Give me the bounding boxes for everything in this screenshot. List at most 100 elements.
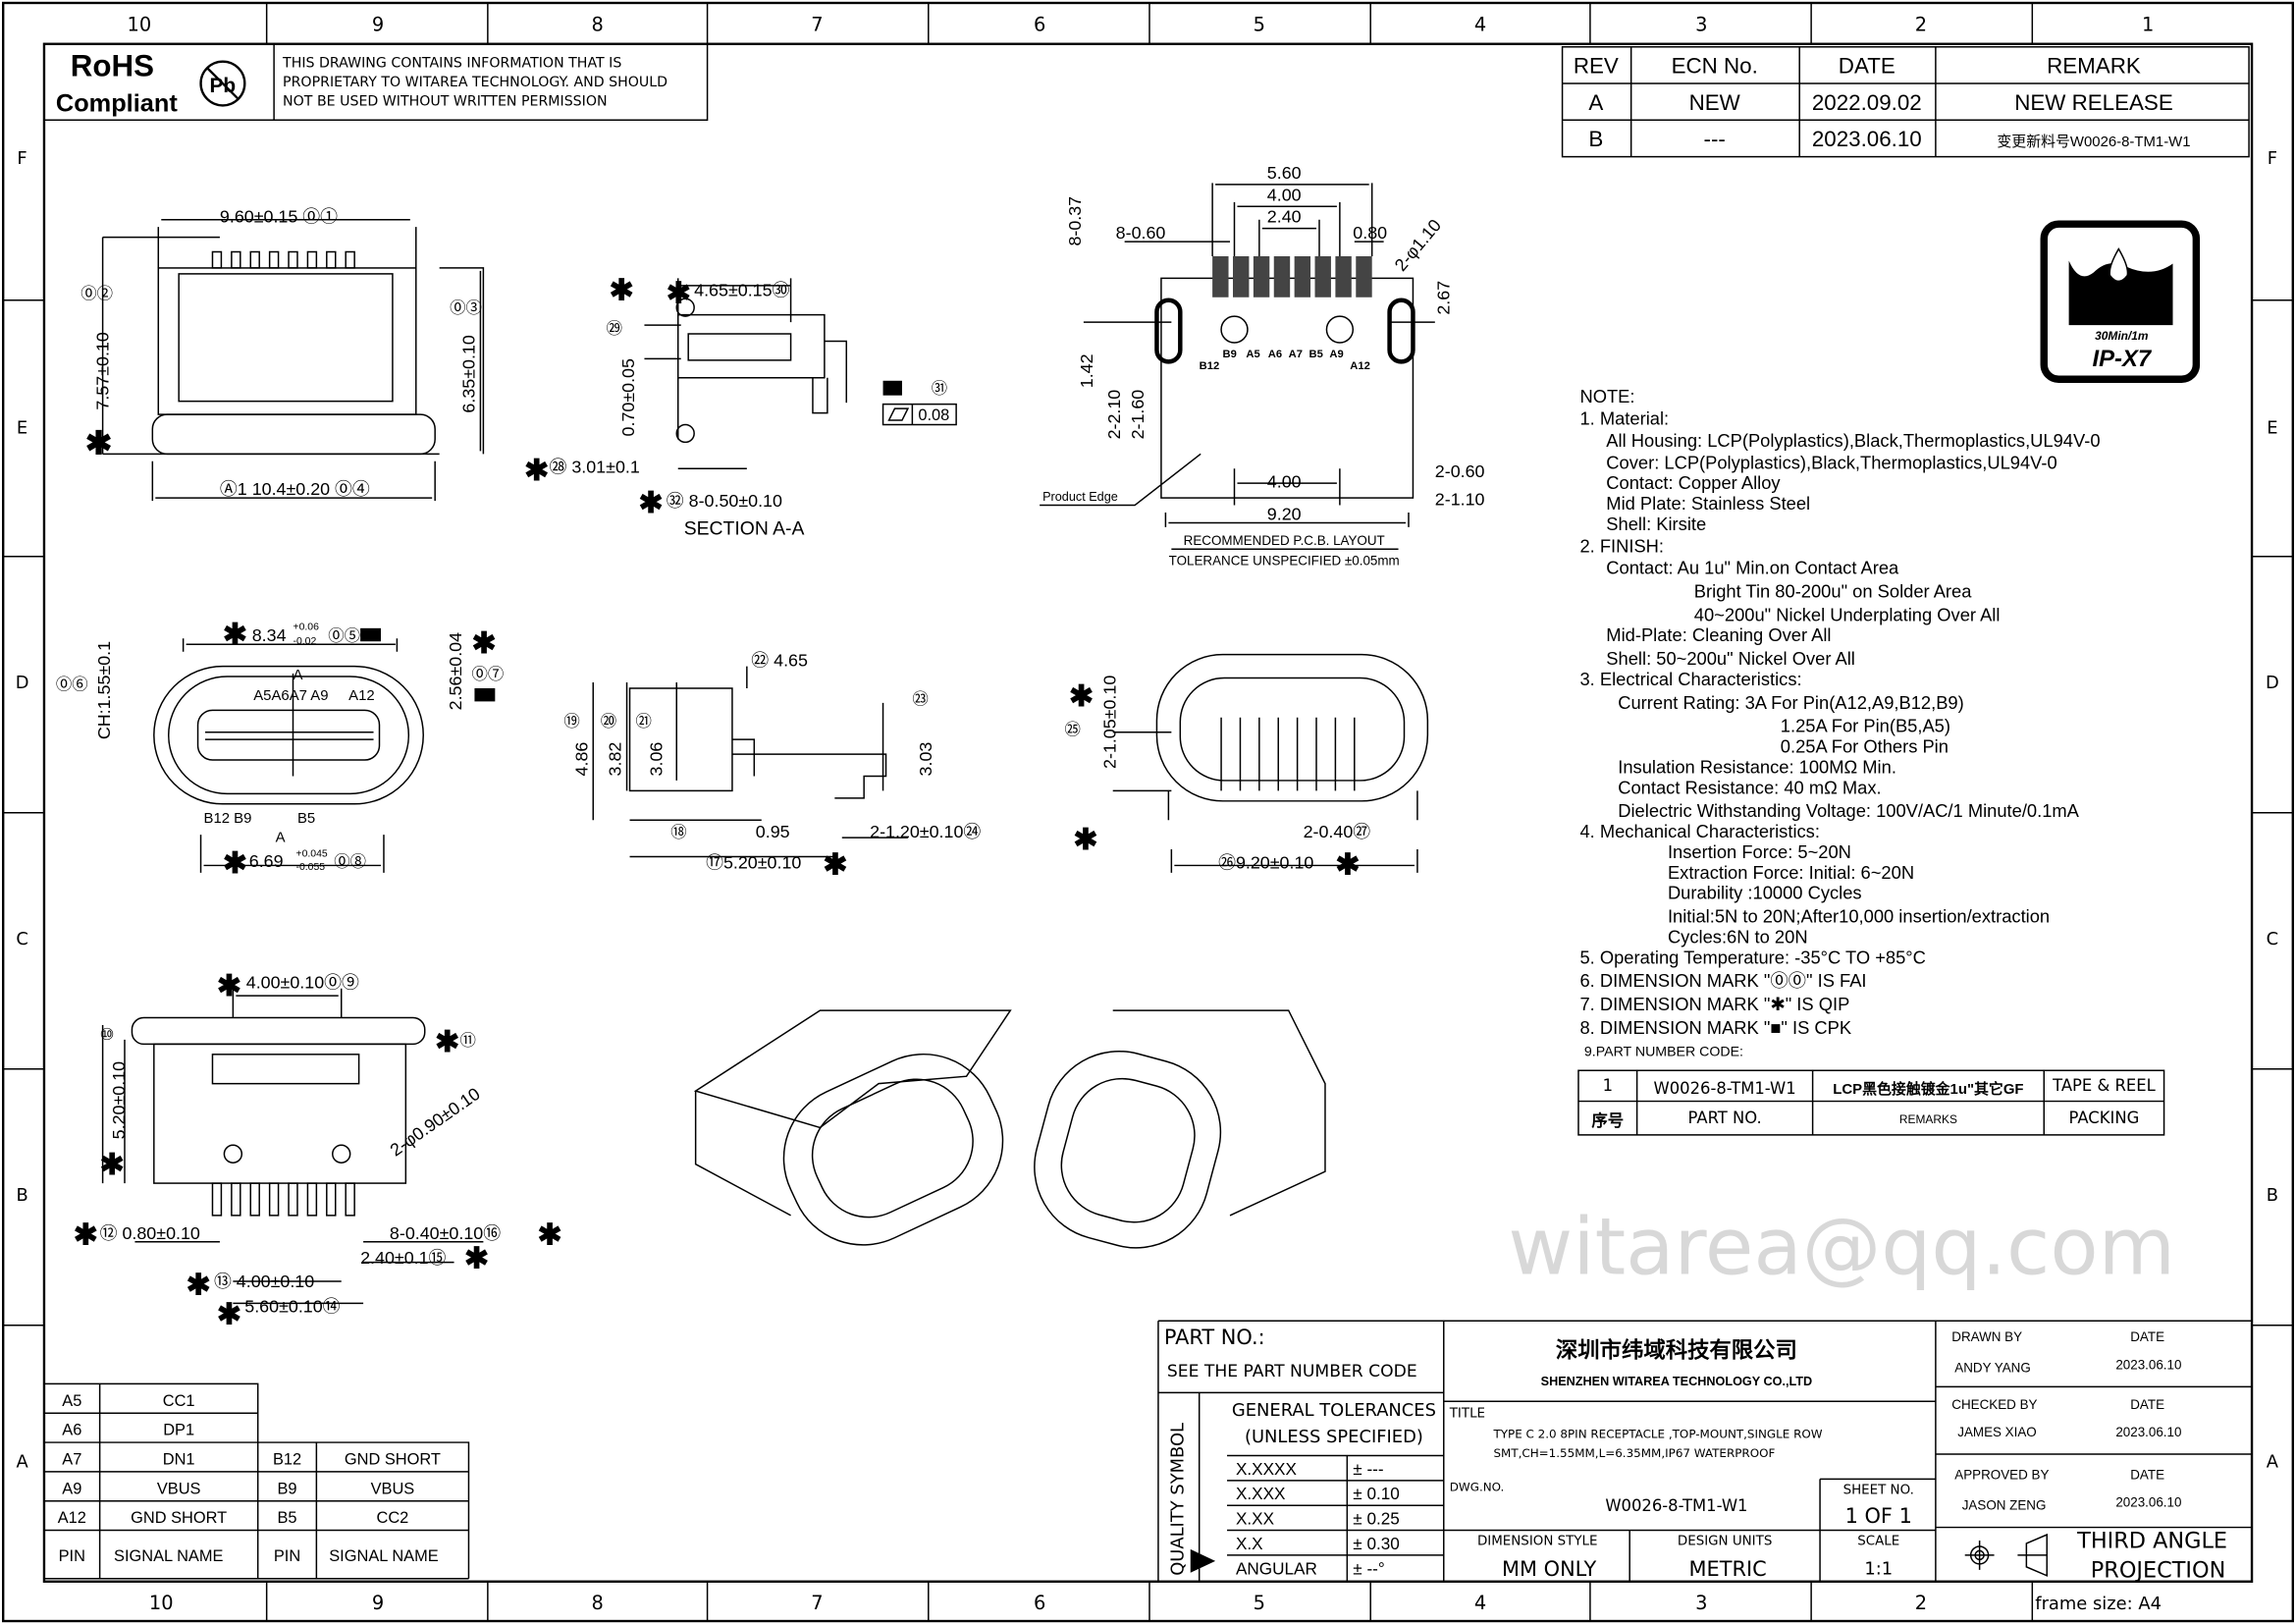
svg-text:B12 B9: B12 B9 [204,811,252,827]
svg-text:A7: A7 [1289,349,1303,360]
svg-text:All Housing: LCP(Polyplastic: All Housing: LCP(Polyplastics),Black,The… [1606,430,2100,451]
svg-text:SHENZHEN WITAREA TECHNOLOGY CO: SHENZHEN WITAREA TECHNOLOGY CO.,LTD [1541,1375,1813,1388]
svg-text:RoHS: RoHS [71,49,154,83]
svg-text:⓪⑥: ⓪⑥ [56,676,88,693]
svg-text:2: 2 [1915,1592,1927,1614]
svg-text:A12: A12 [58,1509,86,1527]
svg-text:㉑: ㉑ [635,713,651,731]
svg-text:Bright Tin 80-200u" on Sol: Bright Tin 80-200u" on Solder Area [1694,581,1972,602]
svg-text:⓪②: ⓪② [80,285,113,302]
svg-text:APPROVED BY: APPROVED BY [1954,1467,2049,1482]
svg-text:6: 6 [1034,1592,1045,1614]
svg-text:⓪⑤: ⓪⑤ [328,627,360,645]
svg-text:NEW RELEASE: NEW RELEASE [2014,90,2173,115]
svg-text:㉕: ㉕ [1064,722,1080,739]
svg-text:㉒ 4.65: ㉒ 4.65 [751,651,808,671]
row-labels: FE DC BA FE DC BA [16,148,2279,1472]
svg-text:B9: B9 [1223,349,1237,360]
svg-text:(UNLESS SPECIFIED): (UNLESS SPECIFIED) [1245,1427,1423,1447]
svg-text:± --°: ± --° [1353,1558,1384,1578]
svg-text:1.25A For Pin(B5,A5): 1.25A For Pin(B5,A5) [1781,716,1950,736]
svg-text:DP1: DP1 [163,1422,194,1439]
svg-text:METRIC: METRIC [1689,1557,1767,1581]
svg-text:GND SHORT: GND SHORT [345,1450,441,1468]
svg-text:5.60±0.10⑭: 5.60±0.10⑭ [244,1296,340,1316]
svg-text:C: C [16,929,27,949]
svg-text:2023.06.10: 2023.06.10 [2115,1357,2181,1372]
svg-text:8.34: 8.34 [252,625,287,645]
svg-text:Dielectric Withstanding Volt: Dielectric Withstanding Voltage: 100V/AC… [1618,800,2079,821]
svg-text:7. DIMENSION MARK "✱" IS: 7. DIMENSION MARK "✱" IS QIP [1579,994,1849,1014]
svg-text:IP-X7: IP-X7 [2092,346,2152,372]
svg-text:✱: ✱ [217,1298,241,1330]
svg-text:㉘ 3.01±0.1: ㉘ 3.01±0.1 [550,458,640,477]
svg-text:序号: 序号 [1591,1111,1624,1130]
svg-text:㉓: ㉓ [912,690,928,708]
svg-text:A: A [1588,90,1603,115]
svg-text:± 0.10: ± 0.10 [1353,1484,1400,1503]
svg-text:⓪⑧: ⓪⑧ [334,853,366,871]
svg-text:NEW: NEW [1689,90,1741,115]
svg-text:2-1.05±0.10: 2-1.05±0.10 [1100,676,1120,769]
svg-text:8-0.37: 8-0.37 [1065,196,1085,246]
svg-text:B: B [1588,127,1603,151]
svg-text:A: A [276,831,286,846]
svg-text:PART NO.: PART NO. [1688,1109,1762,1127]
svg-text:B9: B9 [278,1480,297,1497]
svg-text:✱: ✱ [610,275,634,307]
svg-text:4.86: 4.86 [571,742,591,777]
svg-text:2-1.60: 2-1.60 [1128,390,1148,440]
svg-text:✱: ✱ [187,1269,211,1301]
svg-text:REV: REV [1574,54,1619,79]
svg-text:A5A6A7 A9: A5A6A7 A9 [253,688,328,704]
svg-text:DWG.NO.: DWG.NO. [1450,1480,1505,1493]
svg-text:GENERAL TOLERANCES: GENERAL TOLERANCES [1232,1400,1436,1421]
svg-text:✱: ✱ [464,1243,489,1275]
svg-text:⑳: ⑳ [601,713,616,731]
svg-text:4.00: 4.00 [1267,185,1302,204]
svg-text:PIN: PIN [274,1547,300,1565]
svg-text:PIN: PIN [59,1547,85,1565]
svg-text:X.XX: X.XX [1236,1509,1275,1529]
svg-text:0.70±0.05: 0.70±0.05 [618,358,638,436]
svg-text:A5: A5 [62,1392,81,1410]
svg-text:✱: ✱ [85,424,112,460]
svg-text:✱: ✱ [1069,680,1094,713]
svg-text:Mid Plate: Stainless Steel: Mid Plate: Stainless Steel [1606,493,1810,514]
svg-text:㉛: ㉛ [932,380,947,398]
svg-text:⓪③: ⓪③ [450,299,482,317]
svg-text:Durability :10000 Cycles: Durability :10000 Cycles [1668,883,1862,903]
svg-text:Contact: Au 1u" Min.on Con: Contact: Au 1u" Min.on Contact Area [1606,558,1899,578]
svg-text:8: 8 [592,13,604,35]
svg-text:A12: A12 [1350,360,1370,372]
svg-text:NOT BE USED WITHOUT WRITTEN PE: NOT BE USED WITHOUT WRITTEN PERMISSION [283,93,608,109]
svg-text:E: E [2267,417,2277,438]
svg-text:3. Electrical Characteristic: 3. Electrical Characteristics: [1579,669,1801,689]
svg-text:1: 1 [2142,13,2154,35]
svg-text:± 0.30: ± 0.30 [1353,1534,1400,1553]
svg-text:D: D [2266,673,2279,693]
svg-text:✱: ✱ [74,1219,98,1252]
svg-text:TAPE & REEL: TAPE & REEL [2052,1076,2156,1095]
svg-text:RECOMMENDED P.C.B. LAYOUT: RECOMMENDED P.C.B. LAYOUT [1184,533,1385,548]
svg-text:⑫ 0.80±0.10: ⑫ 0.80±0.10 [100,1223,200,1243]
svg-text:W0026-8-TM1-W1: W0026-8-TM1-W1 [1605,1496,1747,1515]
svg-text:PACKING: PACKING [2069,1109,2140,1127]
svg-text:JAMES XIAO: JAMES XIAO [1957,1425,2036,1439]
svg-text:6: 6 [1034,13,1045,35]
svg-text:B5: B5 [278,1509,297,1527]
svg-text:DATE: DATE [2130,1397,2164,1412]
svg-text:Compliant: Compliant [56,89,178,117]
connector-3d-view-left [693,1009,1012,1246]
svg-text:6. DIMENSION MARK "⓪⓪" IS: 6. DIMENSION MARK "⓪⓪" IS FAI [1579,970,1866,991]
svg-text:CC2: CC2 [377,1509,409,1527]
bottom-view: 4.00±0.10⓪⑨ ⑩ ⑪ 2-φ0.90±0.10 5.20±0.10 ⑫… [74,970,562,1330]
svg-text:Product Edge: Product Edge [1042,490,1118,504]
svg-text:witarea@qq.com: witarea@qq.com [1508,1201,2175,1293]
svg-text:F: F [17,148,27,169]
svg-text:SMT,CH=1.55MM,L=6.35MM,IP67 W: SMT,CH=1.55MM,L=6.35MM,IP67 WATERPROOF [1493,1446,1775,1460]
svg-text:2023.06.10: 2023.06.10 [2115,1425,2181,1439]
svg-text:A5: A5 [1246,349,1259,360]
svg-text:TYPE C 2.0 8PIN RECEPTACLE: TYPE C 2.0 8PIN RECEPTACLE ,TOP-MOUNT,SI… [1492,1428,1822,1441]
